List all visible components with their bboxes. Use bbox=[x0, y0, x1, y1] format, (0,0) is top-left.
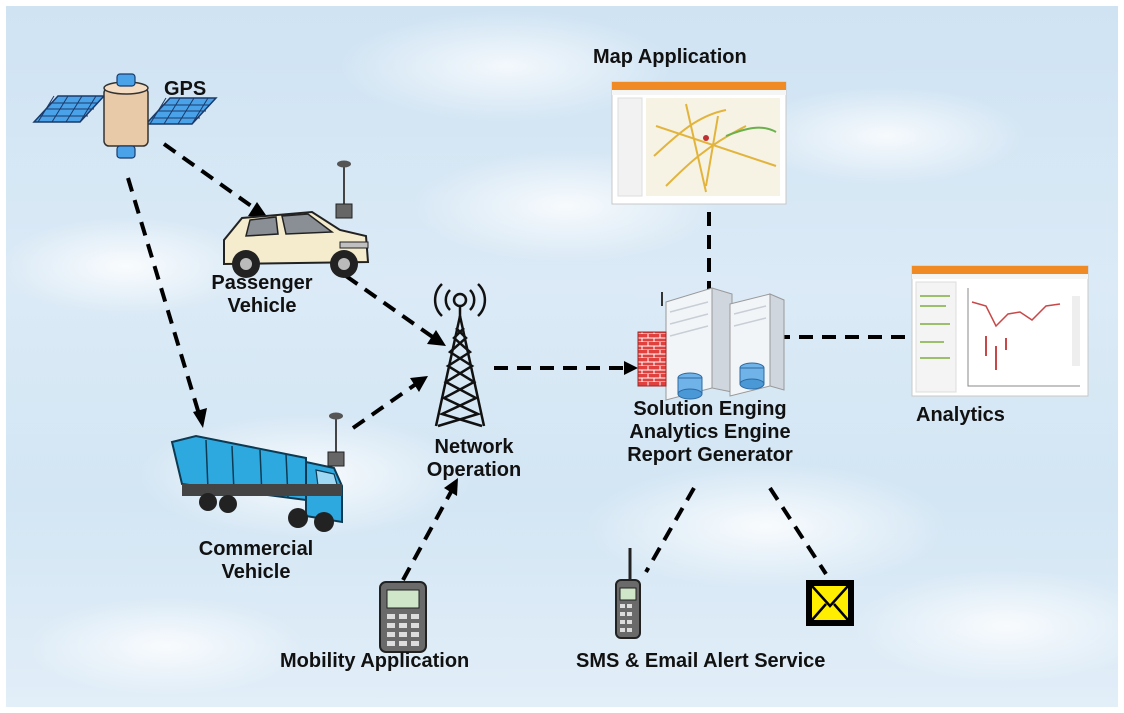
cell-tower-icon bbox=[433, 283, 487, 428]
connector-mobility-to-tower bbox=[401, 489, 454, 581]
envelope-icon bbox=[806, 580, 854, 626]
map-application-screenshot-icon bbox=[611, 81, 787, 205]
car-antenna-icon bbox=[335, 160, 353, 219]
analytics-label: Analytics bbox=[916, 404, 1005, 426]
commercial-vehicle-label-line2: Vehicle bbox=[221, 561, 291, 583]
passenger-vehicle-label-line2: Vehicle bbox=[227, 295, 297, 317]
commercial-vehicle-label: Commercial Vehicle bbox=[184, 538, 328, 584]
arrowhead-tower-2 bbox=[410, 376, 428, 392]
mobile-handheld-icon bbox=[379, 581, 427, 653]
car-icon bbox=[223, 210, 370, 278]
connector-commercial-to-tower bbox=[351, 382, 418, 430]
connector-server-to-email bbox=[768, 486, 828, 576]
mobile-phone-icon bbox=[615, 548, 641, 639]
sms-email-alert-label: SMS & Email Alert Service bbox=[576, 650, 826, 672]
gps-label: GPS bbox=[164, 78, 207, 100]
server-label: Solution Enging Analytics Engine Report … bbox=[608, 398, 812, 467]
network-operation-label-line1: Network bbox=[434, 436, 514, 458]
connectors bbox=[126, 142, 906, 581]
satellite-icon bbox=[32, 73, 218, 159]
diagram-svg bbox=[32, 73, 1089, 653]
diagram-canvas: GPS Map Application Passenger Vehicle Ne… bbox=[6, 6, 1118, 707]
mobility-application-label: Mobility Application bbox=[280, 650, 470, 672]
connector-server-to-sms bbox=[644, 487, 696, 573]
arrowheads bbox=[193, 202, 638, 496]
server-icon bbox=[661, 287, 785, 401]
commercial-vehicle-label-line1: Commercial bbox=[198, 538, 314, 560]
map-application-label: Map Application bbox=[593, 46, 747, 68]
solution-engine-label: Solution Enging bbox=[633, 398, 787, 420]
analytics-engine-label: Analytics Engine bbox=[629, 421, 791, 443]
passenger-vehicle-label-line1: Passenger bbox=[211, 272, 313, 294]
arrowhead-passenger bbox=[248, 202, 268, 218]
report-generator-label: Report Generator bbox=[627, 444, 793, 466]
network-operation-label: Network Operation bbox=[404, 436, 544, 482]
network-operation-label-line2: Operation bbox=[426, 459, 522, 481]
firewall-icon bbox=[637, 331, 667, 387]
arrowhead-commercial bbox=[193, 408, 207, 428]
arrowhead-server bbox=[624, 361, 638, 375]
arrowhead-tower-1 bbox=[427, 330, 446, 346]
truck-icon bbox=[170, 434, 343, 532]
connector-gps-to-commercial bbox=[126, 177, 201, 415]
arrowhead-tower-3 bbox=[444, 478, 458, 496]
connector-gps-to-passenger bbox=[162, 142, 256, 210]
analytics-screenshot-icon bbox=[911, 265, 1089, 397]
truck-antenna-icon bbox=[327, 412, 345, 467]
passenger-vehicle-label: Passenger Vehicle bbox=[200, 272, 324, 318]
connector-passenger-to-tower bbox=[344, 274, 436, 340]
